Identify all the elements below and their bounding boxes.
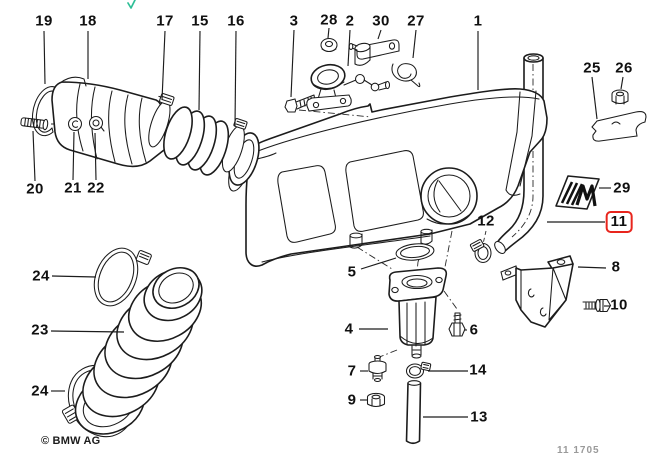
part-label-19[interactable]: 19 xyxy=(35,12,53,30)
part-label-30[interactable]: 30 xyxy=(372,12,390,30)
annotation-checkmark xyxy=(127,0,136,9)
part-label-8[interactable]: 8 xyxy=(611,258,621,276)
intake-tube-drawing xyxy=(20,76,260,186)
part-label-24-upper[interactable]: 24 xyxy=(32,267,50,285)
part-label-2[interactable]: 2 xyxy=(345,12,355,30)
part-label-7[interactable]: 7 xyxy=(347,362,357,380)
part-label-21[interactable]: 21 xyxy=(64,179,82,197)
part-label-17[interactable]: 17 xyxy=(156,12,174,30)
part-label-27[interactable]: 27 xyxy=(407,12,425,30)
part-label-11[interactable]: 11 xyxy=(605,211,633,233)
intake-boot-drawing xyxy=(61,247,203,438)
clamp-17-drawing xyxy=(148,93,175,148)
part-label-6[interactable]: 6 xyxy=(469,321,479,339)
part-label-28[interactable]: 28 xyxy=(320,11,338,29)
part-label-12[interactable]: 12 xyxy=(477,212,495,230)
part-label-26[interactable]: 26 xyxy=(615,59,633,77)
part-label-1[interactable]: 1 xyxy=(473,12,483,30)
part-label-9[interactable]: 9 xyxy=(347,391,357,409)
support-bracket-drawing xyxy=(500,255,612,328)
bmw-copyright-text: © BMW AG xyxy=(41,435,101,447)
part-label-22[interactable]: 22 xyxy=(87,179,105,197)
part-label-23[interactable]: 23 xyxy=(31,321,49,339)
part-label-13[interactable]: 13 xyxy=(470,408,488,426)
holder-plate-drawing xyxy=(591,89,647,142)
part-label-15[interactable]: 15 xyxy=(191,12,209,30)
part-label-25[interactable]: 25 xyxy=(583,59,601,77)
collector-stub-left xyxy=(349,232,363,249)
diagram-sheet-code: 11 1705 xyxy=(557,445,600,453)
clamp-24-upper-drawing xyxy=(93,247,152,307)
part-label-18[interactable]: 18 xyxy=(79,12,97,30)
part-label-29[interactable]: 29 xyxy=(613,179,631,197)
part-label-14[interactable]: 14 xyxy=(469,361,487,379)
suction-housing-group-drawing xyxy=(356,230,492,445)
part-label-3[interactable]: 3 xyxy=(289,12,299,30)
part-label-10[interactable]: 10 xyxy=(610,296,628,314)
part-label-20[interactable]: 20 xyxy=(26,180,44,198)
actuator-group-drawing xyxy=(284,37,421,118)
part-label-5[interactable]: 5 xyxy=(347,263,357,281)
air-collector-drawing xyxy=(228,88,548,267)
part-label-4[interactable]: 4 xyxy=(344,320,354,338)
leader-lines xyxy=(32,27,624,418)
part-label-16[interactable]: 16 xyxy=(227,12,245,30)
m-badge-drawing xyxy=(555,175,600,210)
part-label-24-lower[interactable]: 24 xyxy=(31,382,49,400)
